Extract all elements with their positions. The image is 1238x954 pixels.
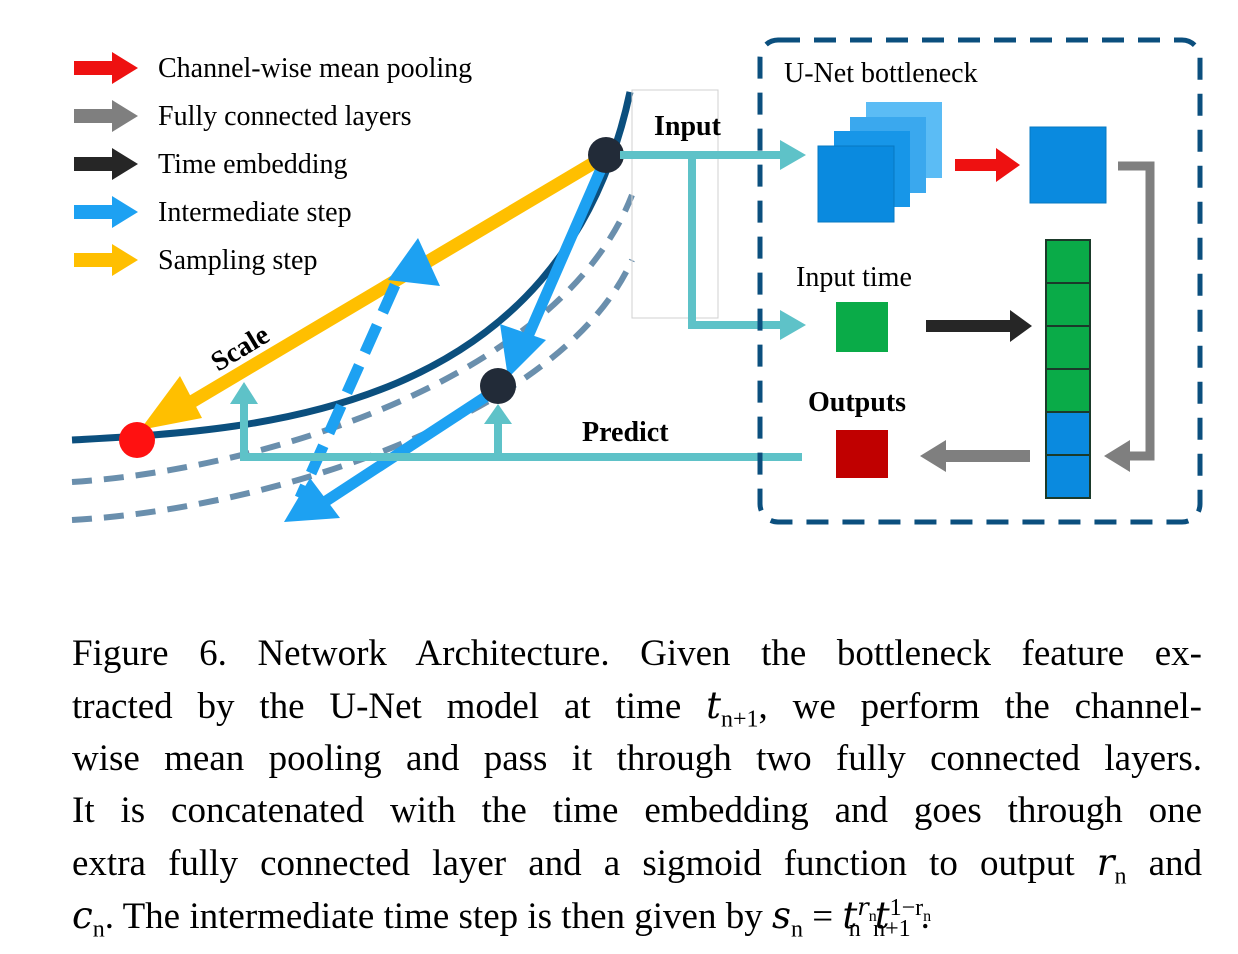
math-var: t xyxy=(706,684,721,727)
legend-item-fully-connected: Fully connected layers xyxy=(74,100,411,132)
math-sup-sub: n xyxy=(923,907,932,925)
blue-arrow-icon xyxy=(74,196,138,228)
caption-line-1: Figure 6. Network Architecture. Given th… xyxy=(72,633,1202,674)
caption-text: tracted by the U-Net model at time xyxy=(72,686,707,727)
caption-text: . xyxy=(920,896,930,937)
caption-text: , we perform the channel- xyxy=(758,686,1202,727)
caption-line-4: It is concatenated with the time embeddi… xyxy=(72,790,1202,831)
yellow-arrow-icon xyxy=(74,244,138,276)
input-frame xyxy=(631,89,719,319)
math-sub: n xyxy=(92,916,105,943)
legend-label: Channel-wise mean pooling xyxy=(158,53,472,84)
pooled-feature-block xyxy=(1029,126,1107,204)
caption-text: . The intermediate time step is then giv… xyxy=(104,896,772,937)
math-sub: n xyxy=(1114,863,1127,890)
input-arrowhead-top xyxy=(780,140,806,170)
math-sub: n+1 xyxy=(873,916,911,943)
math-sub: n xyxy=(848,916,861,943)
legend-item-time-embedding: Time embedding xyxy=(74,148,348,180)
outputs-label: Outputs xyxy=(808,387,906,418)
output-block xyxy=(836,430,888,478)
output-gray-arrow xyxy=(920,440,1030,472)
math-sup-var: r xyxy=(857,892,869,921)
red-arrow-icon xyxy=(74,52,138,84)
intermediate-step-arrow-2 xyxy=(284,385,500,522)
math-sup: rn xyxy=(857,892,877,925)
feature-map-stack xyxy=(817,102,942,223)
input-arrows xyxy=(620,151,780,329)
math-var: c xyxy=(72,894,93,937)
intermediate-step-arrow-1 xyxy=(500,159,610,378)
legend-item-channel-pooling: Channel-wise mean pooling xyxy=(74,52,472,84)
red-pooling-arrow xyxy=(955,148,1020,182)
math-sub: n+1 xyxy=(720,706,759,733)
legend-item-intermediate-step: Intermediate step xyxy=(74,196,352,228)
legend-label: Time embedding xyxy=(158,149,348,180)
predict-label: Predict xyxy=(582,417,669,448)
fc-gray-arrow xyxy=(1118,161,1155,461)
predict-arrows xyxy=(240,400,802,461)
legend: Channel-wise mean pooling Fully connecte… xyxy=(74,52,472,276)
intermediate-step-arrow-dashed xyxy=(294,238,440,501)
black-arrow-icon xyxy=(74,148,138,180)
input-arrowhead-bottom xyxy=(780,310,806,340)
intermediate-point xyxy=(480,368,516,404)
dashed-trajectory-2 xyxy=(71,258,635,523)
caption-text: and xyxy=(1126,843,1202,884)
caption-line-3: wise mean pooling and pass it through tw… xyxy=(72,738,1202,779)
predict-arrowhead-left xyxy=(230,382,258,404)
math-var: t xyxy=(874,894,890,937)
legend-label: Intermediate step xyxy=(158,197,352,228)
math-sup-var: 1−r xyxy=(889,894,924,921)
time-embedding-arrow xyxy=(926,310,1032,342)
dashed-trajectory-1 xyxy=(71,193,635,485)
math-sup-sub: n xyxy=(868,907,877,925)
input-label: Input xyxy=(654,111,722,142)
input-time-label: Input time xyxy=(796,262,912,293)
caption-line-5: extra fully connected layer and a sigmoi… xyxy=(72,837,1202,890)
fc-gray-arrowhead xyxy=(1104,440,1130,472)
legend-label: Fully connected layers xyxy=(158,101,411,132)
figure-caption: Figure 6. Network Architecture. Given th… xyxy=(72,628,1202,943)
time-block xyxy=(836,302,888,352)
caption-text: extra fully connected layer and a sigmoi… xyxy=(72,843,1097,884)
gray-arrow-icon xyxy=(74,100,138,132)
start-point xyxy=(588,137,624,173)
unet-title: U-Net bottleneck xyxy=(784,58,978,89)
math-var: r xyxy=(1096,841,1115,884)
math-sub: n xyxy=(790,916,803,943)
legend-item-sampling-step: Sampling step xyxy=(74,244,317,276)
unet-box xyxy=(757,37,1203,525)
math-var: t xyxy=(842,894,858,937)
math-sup: 1−rn xyxy=(889,894,932,925)
end-point xyxy=(119,422,155,458)
caption-line-6: cn. The intermediate time step is then g… xyxy=(72,890,1202,943)
legend-label: Sampling step xyxy=(158,245,317,276)
architecture-diagram: Channel-wise mean pooling Fully connecte… xyxy=(71,37,1203,525)
math-var: s xyxy=(771,894,791,937)
math-eq: = xyxy=(802,896,843,937)
concatenated-vector xyxy=(1045,239,1091,499)
caption-line-2: tracted by the U-Net model at time tn+1,… xyxy=(72,680,1202,733)
predict-arrowhead-middle xyxy=(484,404,512,424)
